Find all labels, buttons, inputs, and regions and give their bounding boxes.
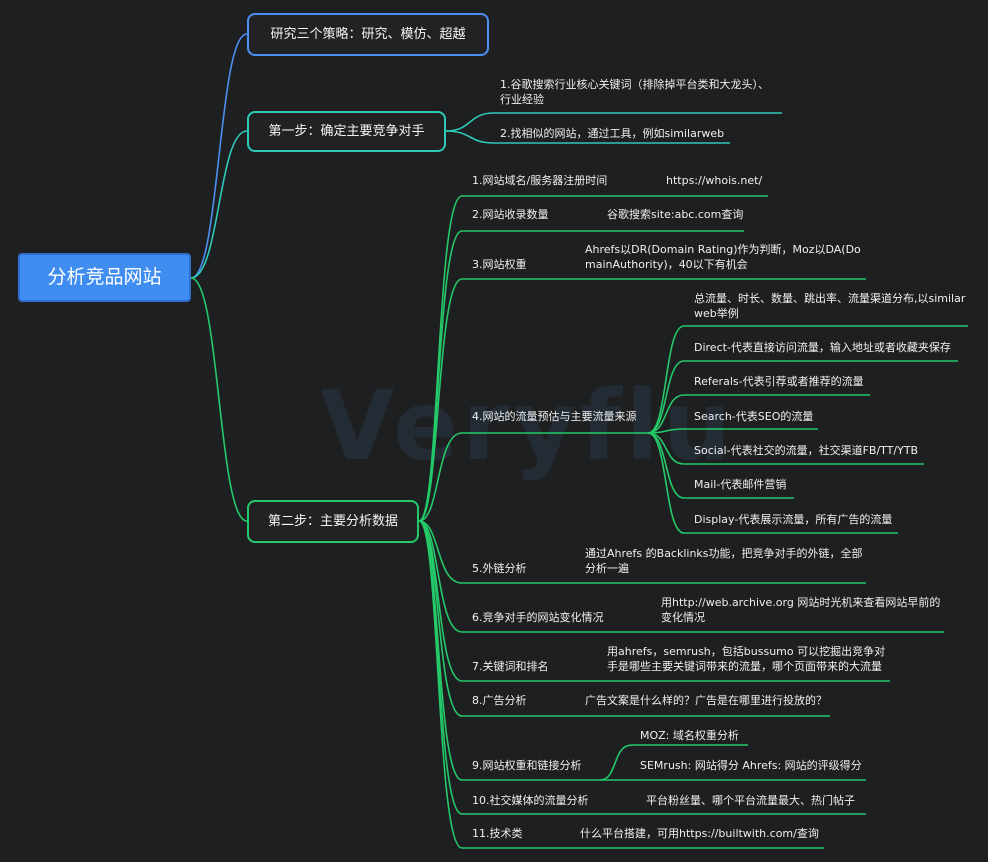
link-b1-item2: [445, 130, 730, 144]
step2-item5-detail-line1[interactable]: 通过Ahrefs 的Backlinks功能，把竞争对手的外链，全部: [585, 547, 863, 560]
link-i4-s2: [647, 360, 958, 434]
step2-item10-detail[interactable]: 平台粉丝量、哪个平台流量最大、热门帖子: [646, 794, 855, 807]
step2-item5-label[interactable]: 5.外链分析: [472, 562, 527, 575]
step2-item7-label[interactable]: 7.关键词和排名: [472, 660, 549, 673]
traffic-sub2[interactable]: Direct-代表直接访问流量，输入地址或者收藏夹保存: [694, 341, 951, 354]
root-node[interactable]: 分析竞品网站: [18, 253, 191, 302]
traffic-sub3[interactable]: Referals-代表引荐或者推荐的流量: [694, 375, 864, 388]
traffic-sub4[interactable]: Search-代表SEO的流量: [694, 410, 814, 423]
step2-item5-detail-line2: 分析一遍: [585, 562, 629, 575]
step2-item11-detail[interactable]: 什么平台搭建，可用https://builtwith.com/查询: [580, 827, 819, 840]
step2-item2-label[interactable]: 2.网站收录数量: [472, 208, 549, 221]
link-b2-i11: [418, 520, 824, 849]
link-b2-i8: [418, 520, 830, 717]
step2-item6-detail-line1[interactable]: 用http://web.archive.org 网站时光机来查看网站早前的: [661, 596, 941, 609]
branch-step1[interactable]: 第一步：确定主要竞争对手: [247, 111, 446, 152]
step2-item11-label[interactable]: 11.技术类: [472, 827, 523, 840]
traffic-sub1-line1[interactable]: 总流量、时长、数量、跳出率、流量渠道分布,以similar: [694, 292, 966, 305]
step2-item1-label[interactable]: 1.网站域名/服务器注册时间: [472, 174, 608, 187]
traffic-sub6[interactable]: Mail-代表邮件营销: [694, 478, 787, 491]
link-b1-item1: [445, 112, 782, 132]
link-i4-s3: [647, 394, 870, 434]
link-i4-s4: [647, 428, 818, 434]
link-i4-s1: [647, 325, 968, 434]
link-i4-s5: [647, 432, 924, 465]
step2-item2-detail[interactable]: 谷歌搜索site:abc.com查询: [607, 208, 744, 221]
link-root-branch2: [190, 277, 248, 522]
step2-item3-detail-line1[interactable]: Ahrefs以DR(Domain Rating)作为判断，Moz以DA(Do: [585, 243, 861, 256]
traffic-sub5[interactable]: Social-代表社交的流量，社交渠道FB/TT/YTB: [694, 444, 919, 457]
step2-item7-detail-line2: 手是哪些主要关键词带来的流量，哪个页面带来的大流量: [607, 660, 882, 673]
link-root-branch0: [190, 33, 248, 279]
step2-item6-label[interactable]: 6.竞争对手的网站变化情况: [472, 611, 604, 624]
traffic-sub7[interactable]: Display-代表展示流量，所有广告的流量: [694, 513, 893, 526]
step1-item2[interactable]: 2.找相似的网站，通过工具，例如similarweb: [500, 127, 725, 140]
step2-item3-label[interactable]: 3.网站权重: [472, 258, 527, 271]
link-b2-i5: [418, 520, 866, 584]
step2-item8-label[interactable]: 8.广告分析: [472, 694, 527, 707]
step2-item9-label[interactable]: 9.网站权重和链接分析: [472, 759, 582, 772]
step2-item4-label[interactable]: 4.网站的流量预估与主要流量来源: [472, 410, 637, 423]
link-b2-i4: [418, 432, 648, 522]
step2-item10-label[interactable]: 10.社交媒体的流量分析: [472, 794, 589, 807]
step2-item9-detail-top[interactable]: MOZ: 域名权重分析: [640, 729, 739, 742]
link-i9-top: [599, 744, 748, 781]
step1-item1-line1[interactable]: 1.谷歌搜索行业核心关键词（排除掉平台类和大龙头）、: [500, 78, 769, 91]
link-root-branch1: [190, 130, 248, 279]
step2-item8-detail[interactable]: 广告文案是什么样的？广告是在哪里进行投放的？: [585, 694, 827, 707]
step2-item6-detail-line2: 变化情况: [661, 611, 705, 624]
branch-strategy[interactable]: 研究三个策略：研究、模仿、超越: [247, 13, 489, 56]
link-b2-i3: [418, 278, 866, 522]
step2-item9-detail[interactable]: SEMrush: 网站得分 Ahrefs: 网站的评级得分: [640, 759, 862, 772]
step2-item3-detail-line2: mainAuthority)，40以下有机会: [585, 258, 748, 271]
step1-item1-line2: 行业经验: [500, 93, 544, 106]
link-b2-i6: [418, 520, 944, 633]
step2-item7-detail-line1[interactable]: 用ahrefs，semrush，包括bussumo 可以挖掘出竞争对: [607, 645, 886, 658]
branch-step2[interactable]: 第二步：主要分析数据: [247, 500, 419, 543]
traffic-sub1-line2: web举例: [694, 307, 739, 320]
link-i4-s7: [647, 432, 898, 534]
step2-item1-detail[interactable]: https://whois.net/: [666, 174, 763, 187]
